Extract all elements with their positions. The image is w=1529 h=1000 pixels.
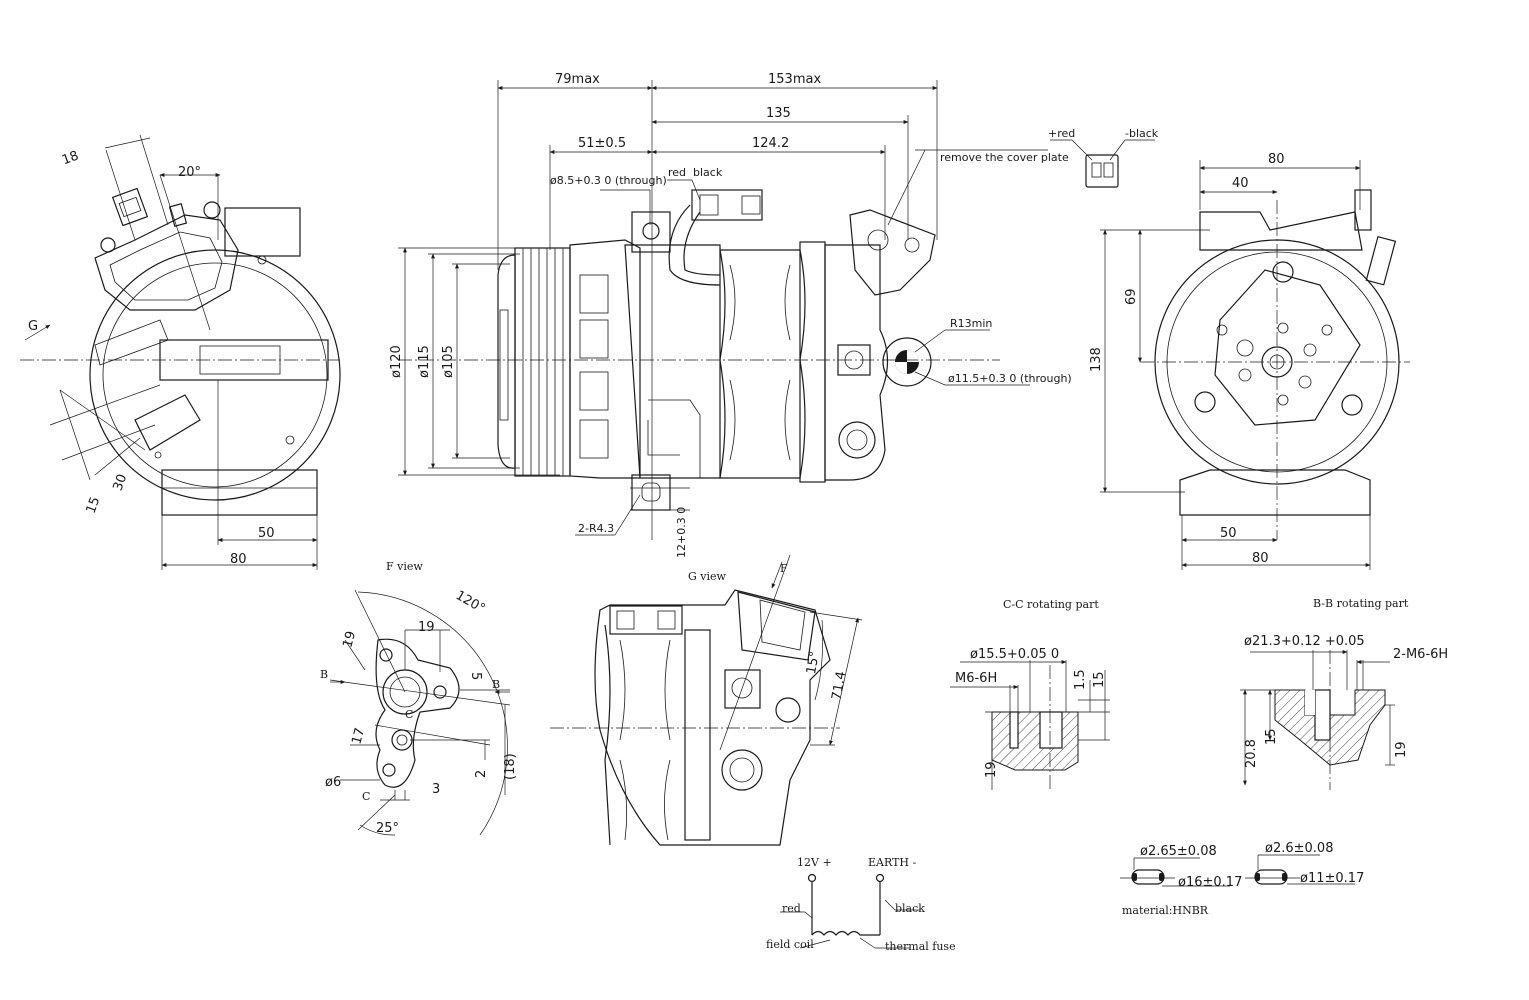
cc-dim-1-5: 1.5 bbox=[1073, 669, 1088, 690]
g-view bbox=[550, 554, 863, 846]
wire-black: black bbox=[693, 166, 723, 179]
cc-dim-dia-15-5: ø15.5+0.05 0 bbox=[970, 647, 1059, 662]
f-view bbox=[329, 589, 511, 836]
wiring-field-coil: field coil bbox=[766, 938, 814, 951]
pulley-grooves bbox=[522, 248, 564, 476]
note-cover-plate: remove the cover plate bbox=[940, 151, 1069, 164]
f-section-b-left: B bbox=[320, 668, 328, 681]
f-dim-17: 17 bbox=[349, 726, 368, 746]
bb-dim-20-8: 20.8 bbox=[1244, 739, 1259, 768]
dim-124: 124.2 bbox=[752, 136, 789, 151]
g-view-f: F bbox=[780, 562, 788, 575]
left-dim-50: 50 bbox=[258, 526, 275, 541]
dim-135: 135 bbox=[766, 106, 791, 121]
bb-dim-m6: 2-M6-6H bbox=[1393, 647, 1448, 662]
right-minus-black: -black bbox=[1125, 127, 1159, 140]
right-plus-red: +red bbox=[1048, 127, 1075, 140]
right-dim-138: 138 bbox=[1089, 347, 1104, 372]
dim-hole-11-5: ø11.5+0.3 0 (through) bbox=[948, 372, 1072, 385]
dim-r4-3: 2-R4.3 bbox=[578, 522, 614, 535]
bb-dim-dia-21-3: ø21.3+0.12 +0.05 bbox=[1244, 634, 1365, 649]
dim-dia-105: ø105 bbox=[441, 345, 456, 378]
main-front-view bbox=[398, 80, 1048, 540]
wiring-red: red bbox=[782, 902, 801, 915]
oring1-cross-section: ø2.65±0.08 bbox=[1140, 844, 1217, 859]
bb-section bbox=[1240, 650, 1395, 790]
f-dim-5: 5 bbox=[468, 672, 483, 680]
left-dim-18: 18 bbox=[60, 148, 81, 168]
f-section-c-top: C bbox=[405, 708, 413, 721]
oring-material: material:HNBR bbox=[1122, 904, 1209, 917]
wiring-diagram bbox=[780, 873, 920, 949]
right-dim-40: 40 bbox=[1232, 176, 1249, 191]
bb-dim-15: 15 bbox=[1264, 728, 1279, 745]
dim-79max: 79max bbox=[555, 72, 600, 87]
g-dim-15deg: 15° bbox=[804, 650, 823, 675]
dim-hole-8-5: ø8.5+0.3 0 (through) bbox=[550, 174, 667, 187]
left-side-view bbox=[20, 134, 341, 570]
right-dim-69: 69 bbox=[1124, 288, 1139, 305]
left-view-arrow-g: G bbox=[28, 319, 38, 334]
left-dim-15: 15 bbox=[84, 495, 104, 516]
wire-red: red bbox=[668, 166, 686, 179]
wiring-12v: 12V + bbox=[797, 856, 832, 869]
dim-12: 12+0.3 0 bbox=[675, 507, 688, 558]
cc-dim-19: 19 bbox=[984, 761, 999, 778]
cc-title: C-C rotating part bbox=[1003, 598, 1099, 611]
f-section-c-bottom: C bbox=[362, 790, 370, 803]
left-dim-20deg: 20° bbox=[178, 165, 201, 180]
f-section-b-right: B bbox=[492, 678, 500, 691]
right-dim-80-top: 80 bbox=[1268, 152, 1285, 167]
dim-dia-120: ø120 bbox=[389, 345, 404, 378]
g-view-title: G view bbox=[688, 570, 727, 583]
right-dim-50: 50 bbox=[1220, 526, 1237, 541]
dim-r13: R13min bbox=[950, 317, 992, 330]
g-dim-71-4: 71.4 bbox=[829, 670, 849, 701]
oring2-cross-section: ø2.6±0.08 bbox=[1265, 841, 1333, 856]
dim-51: 51±0.5 bbox=[578, 136, 626, 151]
cc-dim-15: 15 bbox=[1092, 671, 1107, 688]
right-dim-80: 80 bbox=[1252, 551, 1269, 566]
wiring-earth: EARTH - bbox=[868, 856, 916, 869]
bb-dim-19: 19 bbox=[1394, 741, 1409, 758]
wiring-black: black bbox=[895, 902, 925, 915]
wiring-thermal-fuse: thermal fuse bbox=[885, 940, 956, 953]
f-dim-3: 3 bbox=[432, 782, 440, 797]
f-dim-2: 2 bbox=[474, 770, 489, 778]
oring1-inner-dia: ø16±0.17 bbox=[1178, 875, 1242, 890]
f-view-title: F view bbox=[386, 560, 423, 573]
cc-dim-m6: M6-6H bbox=[955, 671, 997, 686]
dim-153max: 153max bbox=[768, 72, 821, 87]
bb-title: B-B rotating part bbox=[1313, 597, 1409, 610]
left-dim-80: 80 bbox=[230, 552, 247, 567]
cc-section bbox=[950, 660, 1110, 790]
f-dim-19-a: 19 bbox=[340, 629, 359, 649]
f-dim-19-b: 19 bbox=[418, 620, 435, 635]
right-end-view bbox=[1050, 139, 1410, 570]
left-dim-30: 30 bbox=[111, 472, 131, 493]
f-dim-120deg: 120° bbox=[453, 588, 488, 617]
f-dim-18: (18) bbox=[503, 753, 518, 780]
dim-dia-115: ø115 bbox=[417, 345, 432, 378]
f-dim-25deg: 25° bbox=[376, 821, 399, 836]
f-dim-6: ø6 bbox=[325, 775, 341, 790]
oring2-inner-dia: ø11±0.17 bbox=[1300, 871, 1364, 886]
o-rings bbox=[1120, 854, 1355, 887]
